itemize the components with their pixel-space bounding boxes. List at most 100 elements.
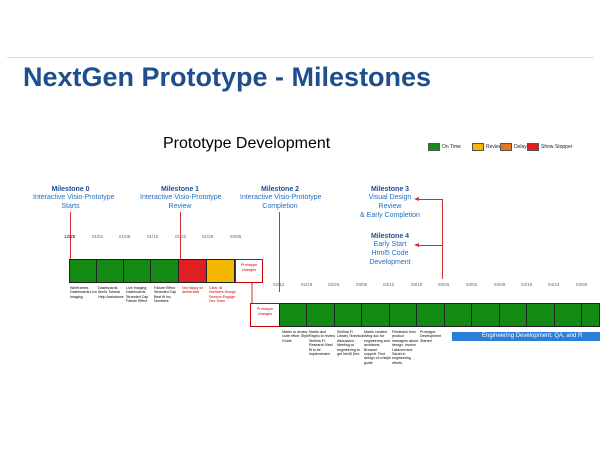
timeline-date: 12/25 [64, 234, 76, 239]
milestone-line: Review [168, 203, 192, 210]
milestone-3: Milestone 3 Visual Design Review & Early… [355, 186, 425, 220]
week-cell-on-time [69, 259, 97, 283]
week-description: Sinfinia.Fi Library Technical discussion… [337, 330, 364, 357]
milestone-line: Early Start [373, 241, 407, 248]
legend-label: Show Stopper [541, 143, 573, 150]
week-description: Martin created living doc for engineerin… [364, 330, 391, 365]
week-cell-on-time [123, 259, 151, 283]
timeline-date: 03/12 [383, 282, 395, 287]
week-description: Prototype Development Started [420, 330, 442, 343]
milestone-line: Interactive Visio-Prototype [33, 194, 115, 201]
milestone-1-connector [180, 212, 181, 260]
milestone-line: Completion [262, 203, 298, 210]
timeline-date: 04/16 [521, 282, 533, 287]
week-description: Not happy w/ deliverable [182, 286, 203, 295]
week-cell-on-time [279, 303, 307, 327]
milestone-line: Review [378, 203, 402, 210]
legend-swatch [428, 142, 440, 151]
timeline-date: 01/01 [92, 234, 104, 239]
timeline-date: 01/29 [202, 234, 214, 239]
legend-label: Review [486, 143, 503, 150]
week-description: Live Imaging Dashboards Stranded Cap Fai… [126, 286, 149, 304]
week-cell-on-time [581, 303, 600, 327]
timeline-date: 01/22 [175, 234, 187, 239]
prototype-changes-label: Prototype changes [240, 263, 258, 272]
week-cell-on-time [526, 303, 555, 327]
milestone-name: Milestone 2 [260, 186, 300, 193]
slide-title: NextGen Prototype - Milestones [23, 62, 432, 92]
milestone-3-4-connector [442, 199, 443, 279]
title-divider [7, 57, 594, 98]
timeline-date: 04/30 [576, 282, 588, 287]
timeline-date: 04/23 [548, 282, 560, 287]
week-cell-on-time [334, 303, 362, 327]
milestone-line: & Early Completion [360, 212, 420, 219]
milestone-4-arrow [418, 245, 442, 246]
legend-delayed: Delayed [500, 142, 533, 151]
timeline-date: 03/05 [356, 282, 368, 287]
milestone-line: Development [369, 259, 411, 266]
week-cell-on-time [306, 303, 335, 327]
week-description: Martin to review code effort. Style Guid… [282, 330, 309, 343]
milestone-0-connector [70, 212, 71, 260]
timeline-date: 02/05 [230, 234, 242, 239]
week-cell-show-stopper [178, 259, 207, 283]
timeline-date: 04/02 [466, 282, 478, 287]
week-cell-on-time [499, 303, 527, 327]
legend-label: On Time [442, 143, 461, 150]
week-description: Martin and Raghu to review Sinfinia.Fi. … [309, 330, 335, 357]
prototype-changes-box: Prototype changes [235, 259, 263, 283]
legend-show-stopper: Show Stopper [527, 142, 573, 151]
milestone-name: Milestone 4 [370, 233, 410, 240]
timeline-date: 01/08 [119, 234, 131, 239]
week-description: Dashboards Alerts Tutorial Help Assistan… [98, 286, 124, 299]
milestone-3-arrow [418, 199, 442, 200]
week-cell-on-time [444, 303, 472, 327]
week-cell-on-time [554, 303, 582, 327]
milestone-name: Milestone 3 [370, 186, 410, 193]
week-description: Wireframes Dashboards Live Imaging [70, 286, 97, 299]
week-cell-on-time [389, 303, 417, 327]
legend-swatch [500, 142, 512, 151]
milestone-2-connector [279, 212, 280, 292]
milestone-line: Starts [61, 203, 80, 210]
milestone-line: Interactive Visio-Prototype [240, 194, 322, 201]
timeline-date: 04/09 [494, 282, 506, 287]
milestone-line: Html5 Code [371, 250, 409, 257]
legend-swatch [527, 142, 539, 151]
timeline-date: 02/26 [328, 282, 340, 287]
timeline-date: 02/19 [301, 282, 313, 287]
prototype-changes-link [251, 280, 262, 303]
week-cell-on-time [471, 303, 500, 327]
week-cell-on-time [361, 303, 390, 327]
milestone-1: Milestone 1 Interactive Visio-Prototype … [140, 186, 222, 211]
arrowhead-icon [414, 197, 419, 201]
week-description: Failure Effect Stranded Cap Best fit Inc… [154, 286, 177, 304]
chart-title: Prototype Development [163, 135, 331, 152]
milestone-0: Milestone 0 Interactive Visio-Prototype … [33, 186, 115, 211]
week-description: Clear all Numbers Design Session Engage … [209, 286, 236, 304]
week-cell-review [206, 259, 235, 283]
legend-review: Review [472, 142, 503, 151]
week-cell-on-time [96, 259, 124, 283]
arrowhead-icon [414, 243, 419, 247]
week-description: Feedback from product managers about des… [392, 330, 418, 365]
milestone-line: Interactive Visio-Prototype [140, 194, 222, 201]
milestone-4: Milestone 4 Early Start Html5 Code Devel… [355, 233, 425, 267]
timeline-date: 03/19 [411, 282, 423, 287]
week-cell-on-time [150, 259, 179, 283]
prototype-changes-box: Prototype changes [250, 303, 280, 327]
milestone-2: Milestone 2 Interactive Visio-Prototype … [240, 186, 322, 211]
legend-on-time: On Time [428, 142, 461, 151]
timeline-date: 03/26 [438, 282, 450, 287]
engineering-phase-bar: Engineering Development, QA, and R [452, 332, 600, 341]
milestone-name: Milestone 1 [160, 186, 200, 193]
prototype-changes-label: Prototype changes [256, 307, 274, 316]
legend-label: Delayed [514, 143, 533, 150]
milestone-name: Milestone 0 [51, 186, 90, 193]
week-cell-on-time [416, 303, 445, 327]
timeline-date: 01/15 [147, 234, 159, 239]
milestone-line: Visual Design [368, 194, 412, 201]
